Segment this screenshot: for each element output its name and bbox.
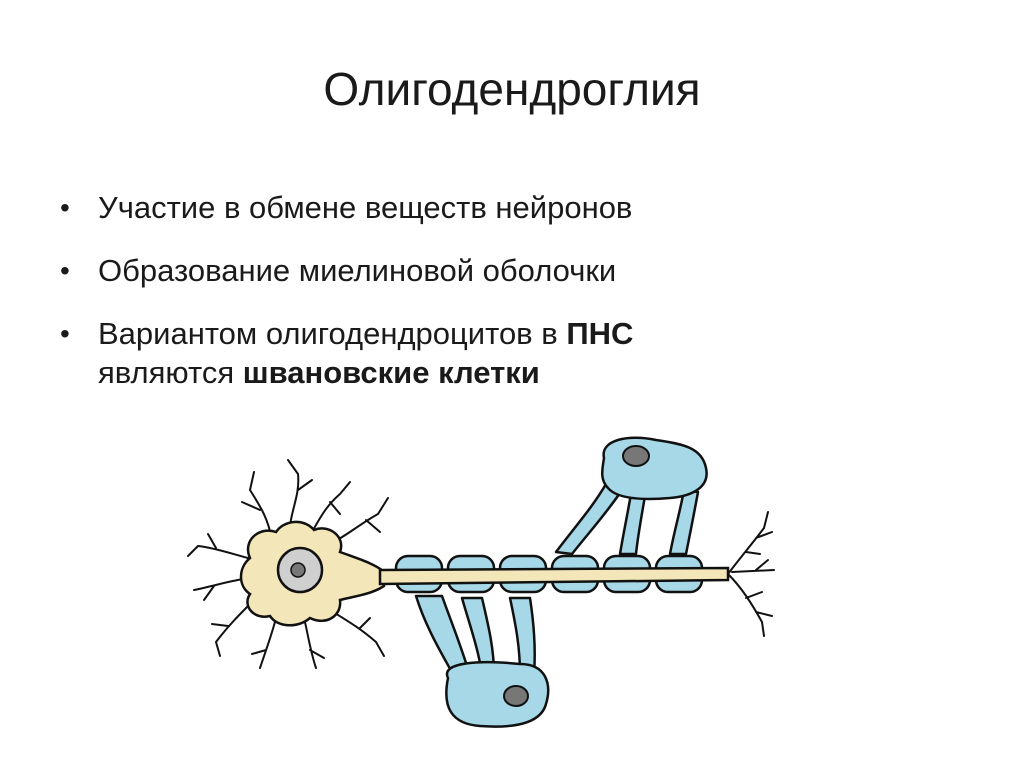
dendrites (187, 459, 389, 669)
bullet-dot: • (60, 318, 70, 349)
bullet-text-part: являются (98, 355, 243, 390)
lower-oligodendrocyte-body (445, 660, 550, 728)
bullet-item: • Вариантом олигодендроцитов в ПНС являю… (58, 314, 958, 392)
axon (378, 566, 730, 586)
bullet-bold-term: ПНС (566, 316, 634, 351)
lower-glia-nucleus (503, 685, 529, 707)
bullet-dot: • (60, 192, 70, 223)
upper-oligodendrocyte-body (601, 436, 708, 501)
bullet-text: Образование миелиновой оболочки (98, 253, 617, 288)
axon-terminals (727, 511, 775, 637)
bullet-dot: • (60, 255, 70, 286)
neuron-nucleolus (290, 562, 306, 578)
upper-glia-nucleus (622, 445, 650, 467)
bullet-text-part: Вариантом олигодендроцитов в (98, 316, 567, 351)
bullet-item: • Участие в обмене веществ нейронов (58, 188, 958, 227)
slide-title: Олигодендроглия (323, 63, 701, 115)
bullet-text: Участие в обмене веществ нейронов (98, 190, 633, 225)
bullet-bold-term: швановские клетки (242, 355, 540, 390)
bullet-list: • Участие в обмене веществ нейронов • Об… (58, 188, 958, 416)
bullet-item: • Образование миелиновой оболочки (58, 251, 958, 290)
neuron-myelin-diagram (187, 436, 775, 728)
